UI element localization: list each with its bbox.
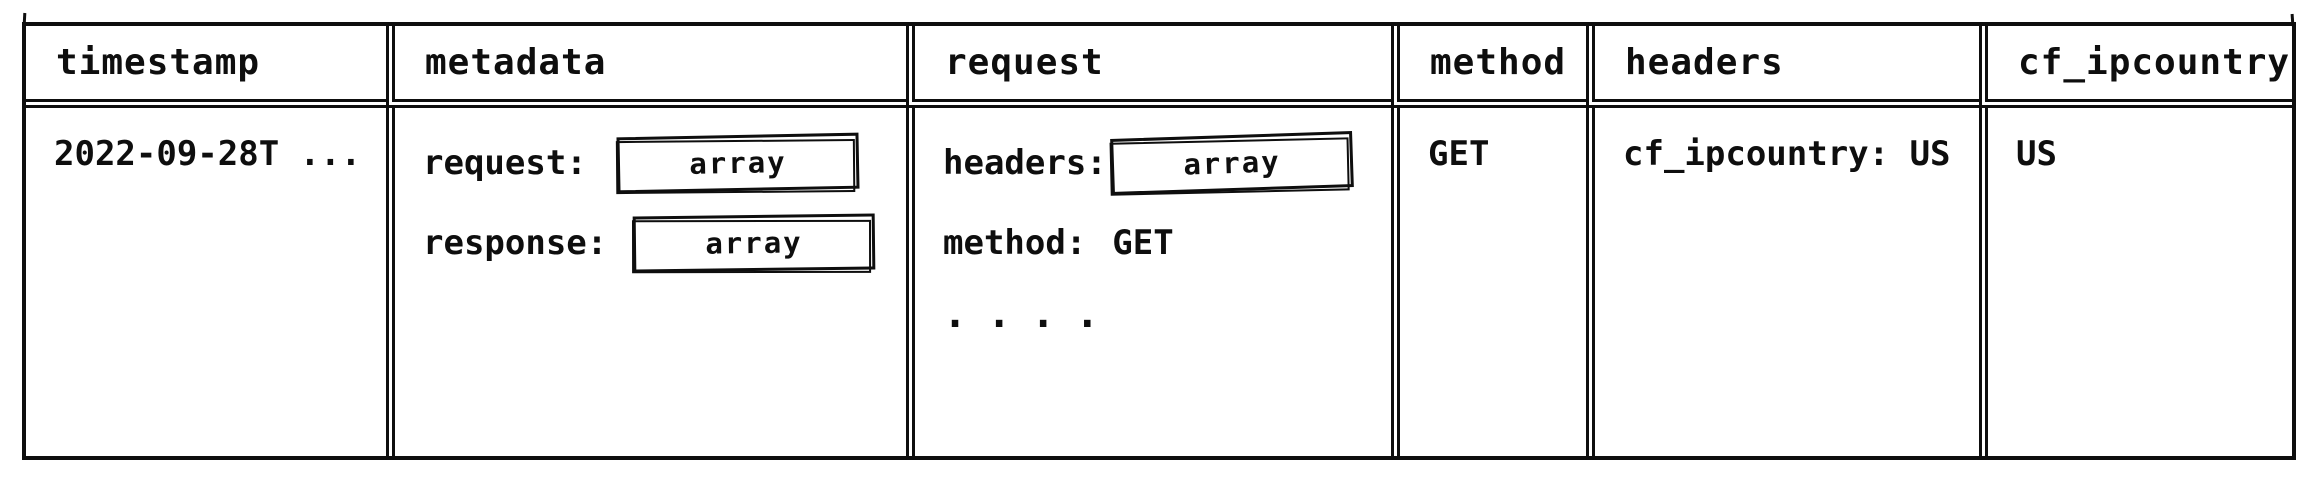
column-header-metadata: metadata [386, 26, 906, 108]
column-header-label: cf_ipcountry [2018, 42, 2291, 83]
column-header-method: method [1391, 26, 1586, 108]
column-header-request: request [906, 26, 1391, 108]
cell-method: GET [1391, 108, 1586, 456]
method-value: GET [1428, 134, 1490, 174]
cell-request: headers: array method: GET .... [906, 108, 1391, 456]
more-fields-indicator: .... [943, 291, 1120, 337]
column-header-headers: headers [1586, 26, 1979, 108]
field-label: method: [943, 223, 1087, 263]
request-headers-field: headers: array [943, 131, 1385, 195]
column-header-label: timestamp [56, 42, 261, 83]
array-value-box: array [1109, 131, 1354, 195]
cell-cf-ipcountry: US [1979, 108, 2292, 456]
column-header-label: method [1430, 42, 1567, 83]
metadata-request-field: request: array [423, 132, 900, 194]
array-value-box: array [632, 213, 876, 273]
data-table: timestamp metadata request method header… [22, 22, 2296, 460]
request-method-field: method: GET [943, 214, 1385, 272]
array-box-label: array [705, 225, 804, 261]
field-value: GET [1112, 223, 1174, 263]
column-header-timestamp: timestamp [26, 26, 386, 108]
array-value-box: array [616, 132, 860, 194]
column-header-label: headers [1625, 42, 1784, 83]
headers-value: cf_ipcountry: US [1623, 134, 1951, 174]
column-header-label: metadata [425, 42, 607, 83]
cf-ipcountry-value: US [2016, 134, 2057, 174]
metadata-response-field: response: array [423, 213, 900, 273]
column-header-label: request [945, 42, 1104, 83]
cell-timestamp: 2022-09-28T ... [26, 108, 386, 456]
array-box-label: array [688, 145, 787, 181]
timestamp-value: 2022-09-28T ... [54, 134, 362, 174]
field-label: response: [423, 223, 608, 263]
field-label: request: [423, 143, 587, 183]
cell-headers: cf_ipcountry: US [1586, 108, 1979, 456]
array-box-label: array [1182, 144, 1281, 182]
column-header-cf-ipcountry: cf_ipcountry [1979, 26, 2292, 108]
field-label: headers: [943, 143, 1107, 183]
cell-metadata: request: array response: array [386, 108, 906, 456]
